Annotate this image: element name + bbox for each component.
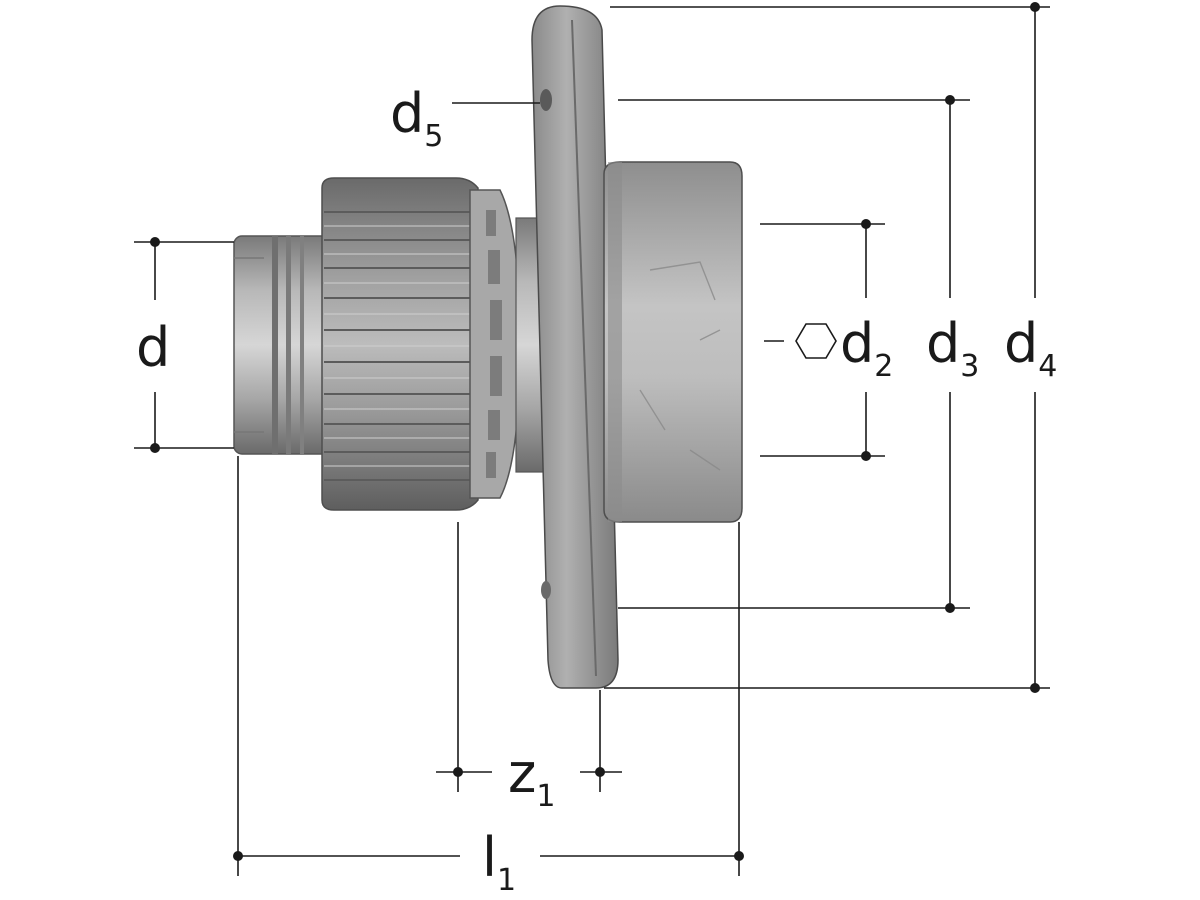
- threaded-body: [603, 161, 743, 523]
- nut-knurl: [324, 211, 476, 481]
- label-d3: d3: [926, 312, 979, 384]
- fitting-body: [233, 5, 743, 689]
- label-z1: z1: [508, 742, 555, 814]
- union-nut: [321, 177, 479, 511]
- pipe-groove-1: [272, 236, 278, 454]
- dimension-dots: [150, 2, 1040, 861]
- label-d4: d4: [1004, 312, 1057, 384]
- pipe-end: [233, 235, 331, 455]
- collar-markings: [486, 210, 502, 478]
- label-d: d: [136, 316, 170, 379]
- flange-plate: [531, 5, 619, 689]
- pipe-groove-2: [286, 236, 291, 454]
- hexagon-icon: [795, 323, 837, 359]
- dimension-lines: [134, 6, 1050, 876]
- flange-hole: [540, 89, 552, 111]
- pipe-groove-3: [300, 236, 304, 454]
- label-d2: d2: [840, 312, 893, 384]
- collar-ring: [469, 189, 521, 499]
- label-d5: d5: [390, 82, 443, 154]
- label-l1: l1: [482, 826, 516, 898]
